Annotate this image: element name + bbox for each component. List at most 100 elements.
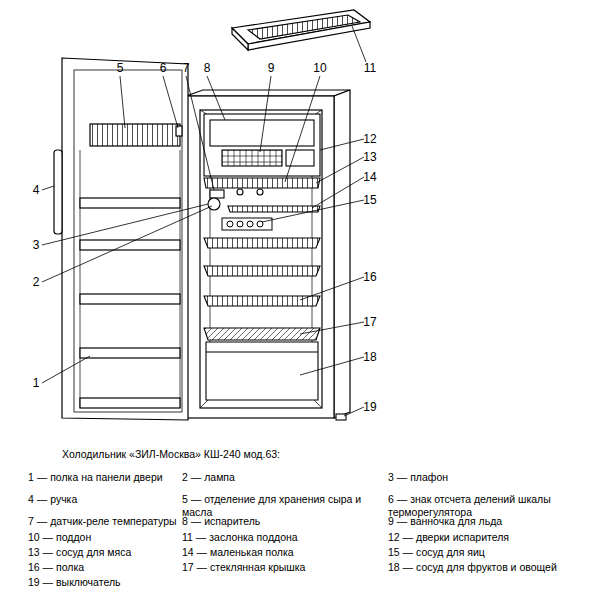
legend-table-cell: 19 — выключатель	[28, 576, 178, 589]
callout-number: 17	[363, 315, 376, 330]
callout-number: 15	[363, 193, 376, 208]
door	[80, 348, 180, 358]
vegetable-bin	[206, 342, 318, 400]
door	[80, 150, 81, 408]
cabinet-body	[334, 90, 350, 418]
leader-lines	[320, 139, 364, 150]
evaporator	[204, 114, 320, 176]
switch-foot	[336, 414, 346, 420]
legend-table-cell: 18 — сосуд для фруктов и овощей	[388, 561, 586, 574]
leader-lines	[42, 204, 208, 245]
egg-holder	[247, 221, 253, 227]
door	[80, 398, 180, 408]
door	[176, 126, 182, 136]
callout-number: 2	[33, 275, 40, 290]
callout-number: 7	[183, 61, 190, 76]
leader-lines	[42, 186, 54, 190]
leader-lines	[344, 407, 364, 416]
vegetable-bin	[206, 342, 318, 400]
legend-table-cell: 3 — плафон	[388, 471, 583, 484]
callout-number: 11	[364, 61, 376, 76]
tray-lid	[232, 28, 248, 50]
leader-lines	[260, 76, 271, 152]
legend-table-cell: 1 — полка на панели двери	[28, 471, 178, 484]
door	[62, 58, 188, 420]
legend-table-cell: 11 — заслонка поддона	[182, 531, 382, 544]
leader-lines	[42, 356, 90, 383]
door	[74, 70, 182, 412]
callout-number: 4	[33, 183, 40, 198]
leader-lines	[300, 322, 364, 334]
callout-number: 10	[313, 61, 326, 76]
evaporator	[222, 150, 282, 166]
legend-table-cell: 8 — испаритель	[182, 515, 382, 528]
legend-table-cell: 16 — полка	[28, 561, 178, 574]
tray-lid	[232, 10, 370, 50]
callout-number: 6	[160, 61, 167, 76]
door	[180, 150, 181, 408]
vegetable-bin	[206, 351, 318, 352]
figure-caption: Холодильник «ЗИЛ-Москва» КШ-240 мод.63:	[62, 448, 280, 460]
drip-tray	[204, 178, 320, 188]
callout-number: 8	[204, 61, 211, 76]
glass-lid	[204, 328, 320, 340]
callout-number: 14	[363, 170, 376, 185]
leader-lines	[300, 357, 364, 375]
callout-number: 12	[363, 132, 376, 147]
egg-holder	[222, 218, 272, 230]
cabinet-body	[186, 90, 350, 418]
leader-lines	[42, 206, 212, 282]
door	[54, 150, 62, 234]
thermostat-and-lamp	[208, 198, 220, 210]
drip-tray	[237, 189, 243, 195]
leader-lines	[186, 76, 214, 190]
callout-number: 3	[33, 238, 40, 253]
evaporator	[204, 114, 320, 176]
callout-number: 1	[33, 376, 40, 391]
legend-table-cell: 7 — датчик-реле температуры	[28, 515, 178, 528]
door	[54, 58, 188, 420]
callout-number: 5	[117, 61, 124, 76]
door	[90, 124, 180, 146]
shelves	[228, 206, 320, 212]
leader-lines	[262, 200, 364, 222]
leader-lines	[120, 76, 125, 128]
leader-lines	[300, 277, 364, 300]
egg-holder	[227, 221, 233, 227]
evaporator	[286, 150, 314, 166]
glass-lid	[204, 328, 320, 340]
cabinet-body	[200, 110, 322, 408]
shelves	[204, 296, 320, 306]
tray-lid	[248, 15, 360, 39]
leader-lines	[312, 177, 364, 208]
leader-lines	[352, 26, 366, 62]
leader-lines	[42, 26, 366, 416]
door	[80, 240, 180, 250]
thermostat-and-lamp	[210, 190, 224, 198]
leader-lines	[316, 157, 364, 183]
shelves	[204, 266, 320, 276]
door	[80, 294, 180, 304]
drip-tray	[257, 189, 263, 195]
callout-number: 18	[363, 350, 376, 365]
legend-table-cell: 14 — маленькая полка	[182, 546, 382, 559]
callout-number: 19	[363, 400, 376, 415]
legend-table-cell: 12 — дверки испарителя	[388, 531, 583, 544]
legend-table-cell: 4 — ручка	[28, 493, 178, 506]
legend-table-cell: 17 — стеклянная крышка	[182, 561, 382, 574]
legend-table-cell: 9 — ванночка для льда	[388, 515, 583, 528]
legend-table-cell: 10 — поддон	[28, 531, 178, 544]
leader-lines	[207, 76, 225, 120]
egg-holder	[237, 221, 243, 227]
callout-number: 16	[363, 270, 376, 285]
cabinet-body	[186, 96, 334, 418]
shelves	[204, 206, 320, 306]
switch-foot	[336, 414, 346, 420]
leader-lines	[163, 76, 178, 128]
legend-table-cell: 15 — сосуд для яиц	[388, 546, 583, 559]
shelves	[204, 238, 320, 248]
callout-number: 9	[268, 61, 275, 76]
door	[80, 198, 180, 208]
